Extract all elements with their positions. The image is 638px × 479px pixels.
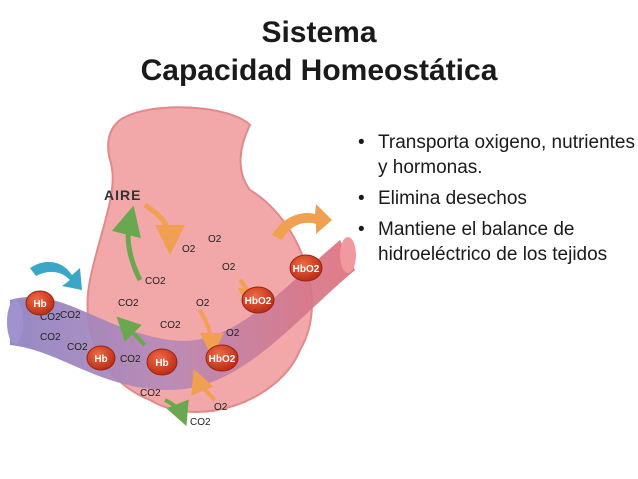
- bullet-item: • Mantiene el balance de hidroeléctrico …: [356, 217, 636, 267]
- air-label: AIRE: [104, 187, 141, 203]
- gas-label: CO2: [60, 310, 81, 321]
- gas-label: CO2: [40, 312, 61, 323]
- svg-text:HbO2: HbO2: [293, 264, 320, 275]
- vessel-right-end: [340, 237, 356, 273]
- bullet-text: Elimina desechos: [378, 188, 527, 209]
- co2-arrow-bottom: [164, 398, 189, 427]
- svg-text:Hb: Hb: [33, 299, 46, 310]
- gas-label: CO2: [160, 320, 181, 331]
- gas-label: O2: [196, 298, 210, 309]
- bullet-marker: •: [358, 219, 365, 240]
- gas-label: CO2: [40, 332, 61, 343]
- gas-label: O2: [226, 328, 240, 339]
- svg-text:HbO2: HbO2: [245, 296, 272, 307]
- slide-title: Sistema Capacidad Homeostática: [0, 14, 638, 90]
- red-blood-cell: Hb: [25, 290, 55, 316]
- o2-arrow-mid: [198, 309, 224, 357]
- title-line-2: Capacidad Homeostática: [140, 54, 498, 87]
- co2-out-arrow: [111, 205, 143, 282]
- svg-text:HbO2: HbO2: [209, 354, 236, 365]
- gas-label: O2: [222, 262, 236, 273]
- gas-label: O2: [214, 402, 228, 413]
- red-blood-cell: Hb: [146, 348, 178, 376]
- vessel-left-end: [7, 300, 23, 344]
- co2-arrow-mid: [116, 316, 147, 347]
- gas-label: CO2: [118, 298, 139, 309]
- bullet-item: • Elimina desechos: [356, 186, 636, 211]
- gas-label: CO2: [190, 417, 211, 428]
- gas-label: CO2: [120, 354, 141, 365]
- bullet-marker: •: [358, 132, 365, 153]
- gas-label: O2: [208, 234, 222, 245]
- red-blood-cell: HbO2: [241, 286, 275, 314]
- svg-text:Hb: Hb: [94, 354, 107, 365]
- red-blood-cell: Hb: [86, 345, 116, 371]
- o2-in-arrow: [143, 202, 185, 255]
- gas-label: CO2: [67, 342, 88, 353]
- bullet-text: Mantiene el balance de hidroeléctrico de…: [378, 219, 608, 265]
- bullet-list: • Transporta oxigeno, nutrientes y hormo…: [356, 130, 636, 273]
- blood-in-arrow: [30, 261, 82, 290]
- bullet-text: Transporta oxigeno, nutrientes y hormona…: [378, 132, 636, 178]
- o2-arrow-bottom: [191, 368, 217, 402]
- red-blood-cell: HbO2: [205, 344, 239, 372]
- gas-label: O2: [182, 244, 196, 255]
- gas-label: CO2: [145, 276, 166, 287]
- title-line-1: Sistema: [261, 16, 377, 49]
- alveolus-capillary-illustration: AIRE CO2 CO2 CO2 CO2 CO2 CO2 CO2 CO2 CO2…: [7, 106, 356, 428]
- red-blood-cell: HbO2: [289, 254, 323, 282]
- svg-text:Hb: Hb: [155, 358, 168, 369]
- bullet-marker: •: [358, 188, 365, 209]
- blood-out-arrow: [272, 204, 332, 240]
- gas-label: CO2: [140, 388, 161, 399]
- bullet-item: • Transporta oxigeno, nutrientes y hormo…: [356, 130, 636, 180]
